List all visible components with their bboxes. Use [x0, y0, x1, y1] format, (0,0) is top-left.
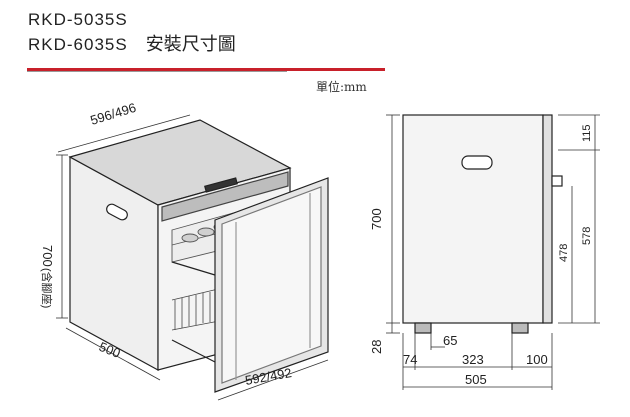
dim-top-width: 596/496	[88, 100, 137, 128]
rear-foot	[511, 322, 529, 334]
title-underline-thin	[27, 71, 287, 72]
dim-foot-height: 28	[369, 340, 384, 354]
side-handle-slot	[106, 203, 128, 221]
dim-height-note: (含腳座)	[40, 268, 54, 308]
dim-rear-offset: 100	[526, 352, 548, 367]
title-block: RKD-5035S RKD-6035S 安裝尺寸圖	[28, 10, 236, 56]
dim-height-side: 700	[369, 208, 384, 230]
dim-478: 478	[558, 244, 570, 262]
dim-front-offset: 74	[403, 352, 417, 367]
front-foot	[414, 322, 432, 334]
drawing-title: 安裝尺寸圖	[145, 34, 236, 55]
dim-578: 578	[581, 227, 593, 245]
side-door	[542, 114, 553, 324]
side-handle	[461, 155, 493, 170]
dim-height-iso: 700	[40, 245, 55, 267]
dim-foot-spacing: 323	[462, 352, 484, 367]
dim-depth-side: 505	[465, 372, 487, 387]
cabinet-side-view	[402, 114, 563, 334]
side-body	[402, 114, 544, 324]
title-underline	[27, 68, 385, 71]
control-panel	[204, 177, 238, 193]
cabinet-iso-view	[68, 119, 329, 393]
dim-top-gap: 115	[581, 124, 593, 142]
model-number-2: RKD-6035S	[28, 35, 128, 54]
unit-label: 單位:mm	[316, 80, 367, 94]
dim-foot-width: 65	[443, 333, 457, 348]
model-number-1: RKD-5035S	[28, 10, 128, 29]
